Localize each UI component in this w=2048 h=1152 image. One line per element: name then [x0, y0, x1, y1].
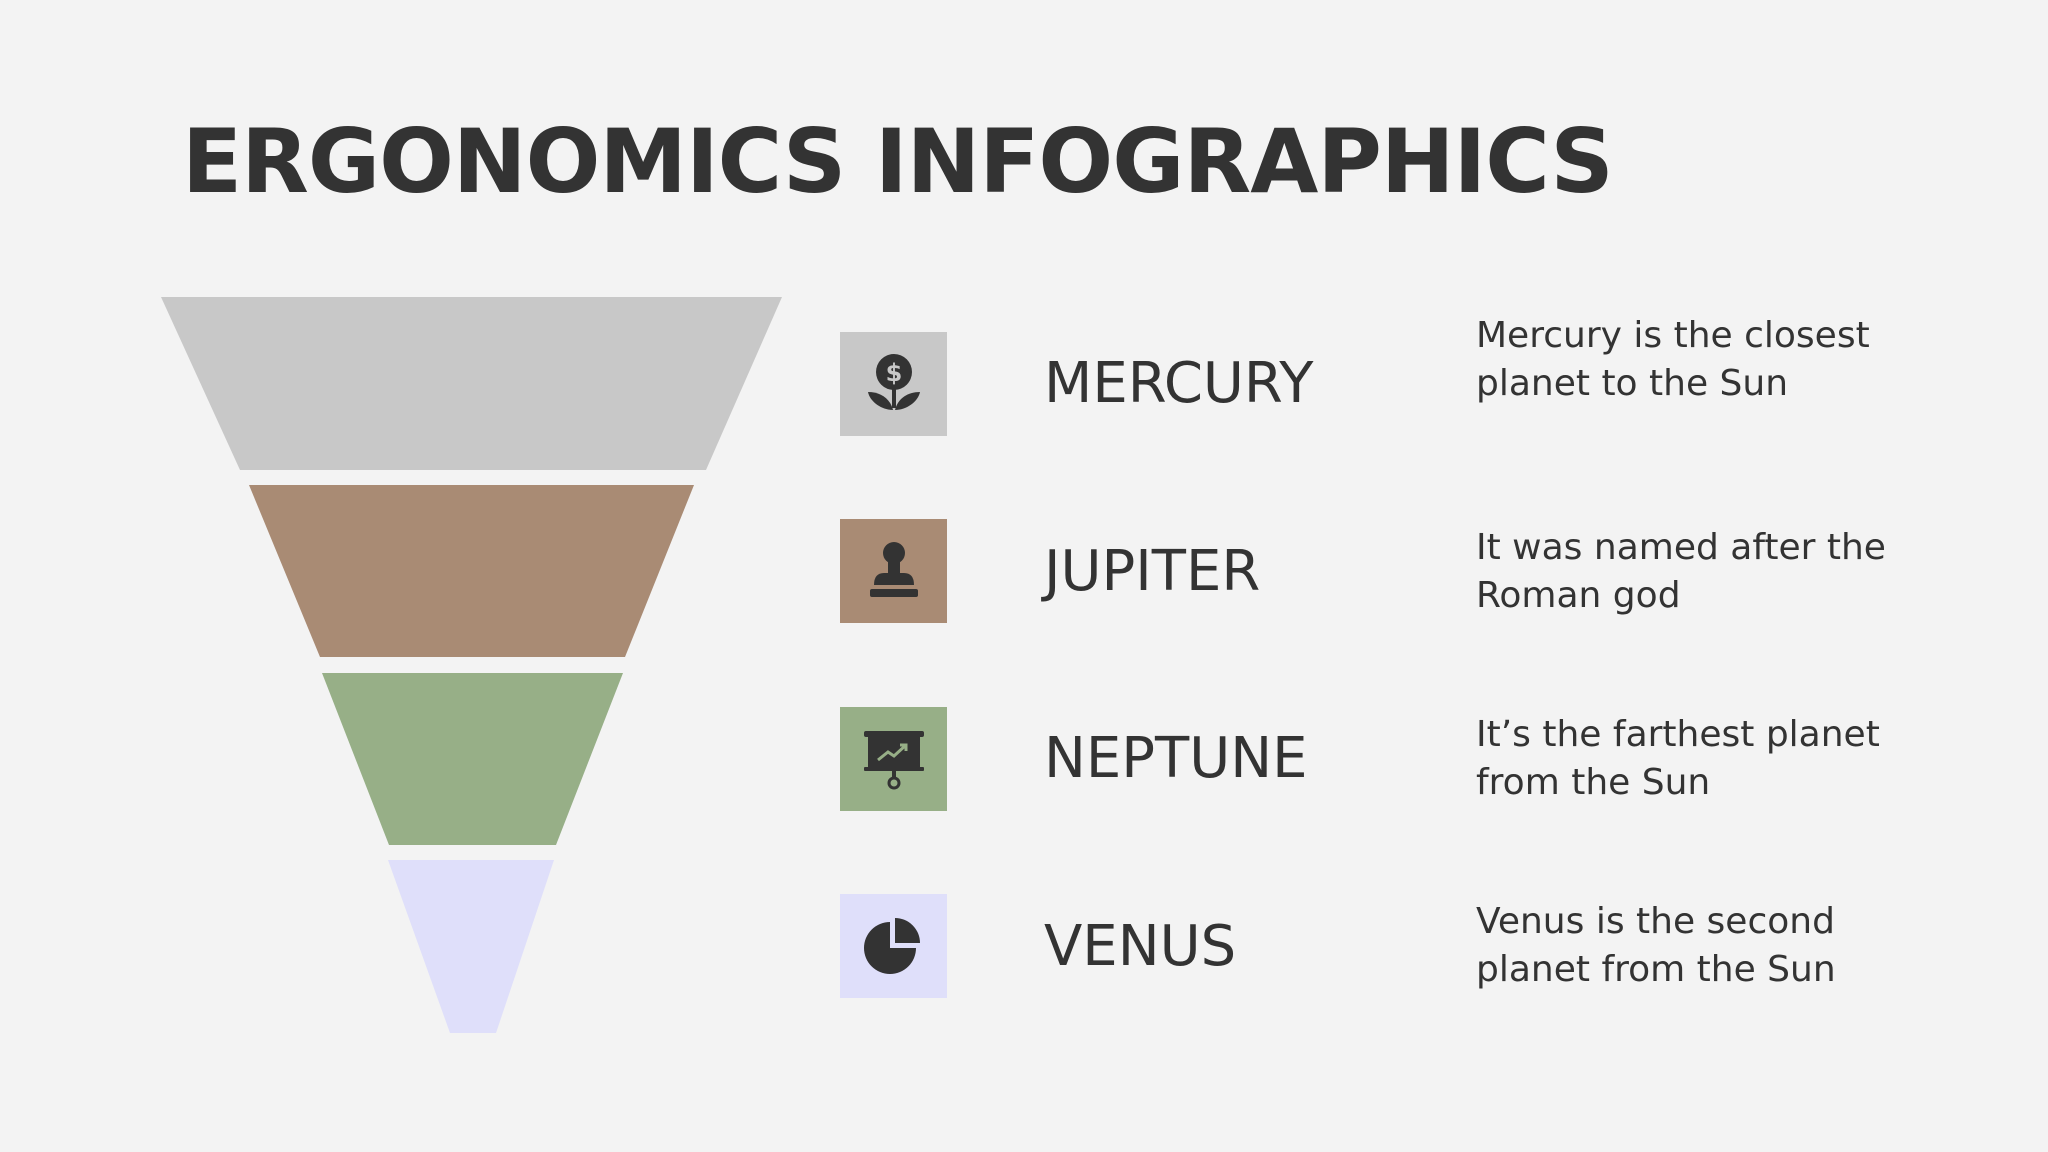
- mercury-icon-box: $: [840, 332, 947, 436]
- item-name-venus: VENUS: [1044, 914, 1237, 979]
- item-description-mercury: Mercury is the closest planet to the Sun: [1476, 315, 1870, 404]
- funnel-segment-jupiter: [249, 485, 694, 657]
- neptune-icon-box: [840, 707, 947, 811]
- svg-text:$: $: [885, 359, 902, 387]
- funnel-segment-venus: [388, 860, 554, 1033]
- item-description-neptune: It’s the farthest planet from the Sun: [1476, 714, 1880, 803]
- item-description-jupiter: It was named after the Roman god: [1476, 527, 1886, 616]
- stamp-icon: [869, 542, 918, 597]
- jupiter-icon-box: [840, 519, 947, 623]
- page-title: ERGONOMICS INFOGRAPHICS: [182, 110, 1614, 213]
- item-name-neptune: NEPTUNE: [1044, 726, 1308, 791]
- funnel-segment-neptune: [322, 673, 623, 845]
- item-name-mercury: MERCURY: [1044, 351, 1314, 416]
- venus-icon-box: [840, 894, 947, 998]
- item-description-venus: Venus is the second planet from the Sun: [1476, 901, 1836, 990]
- funnel-segment-mercury: [161, 297, 782, 470]
- money-plant-icon: $: [867, 354, 920, 410]
- item-name-jupiter: JUPITER: [1044, 539, 1261, 604]
- pie-chart-icon: [863, 918, 920, 974]
- presentation-board-icon: [863, 731, 924, 790]
